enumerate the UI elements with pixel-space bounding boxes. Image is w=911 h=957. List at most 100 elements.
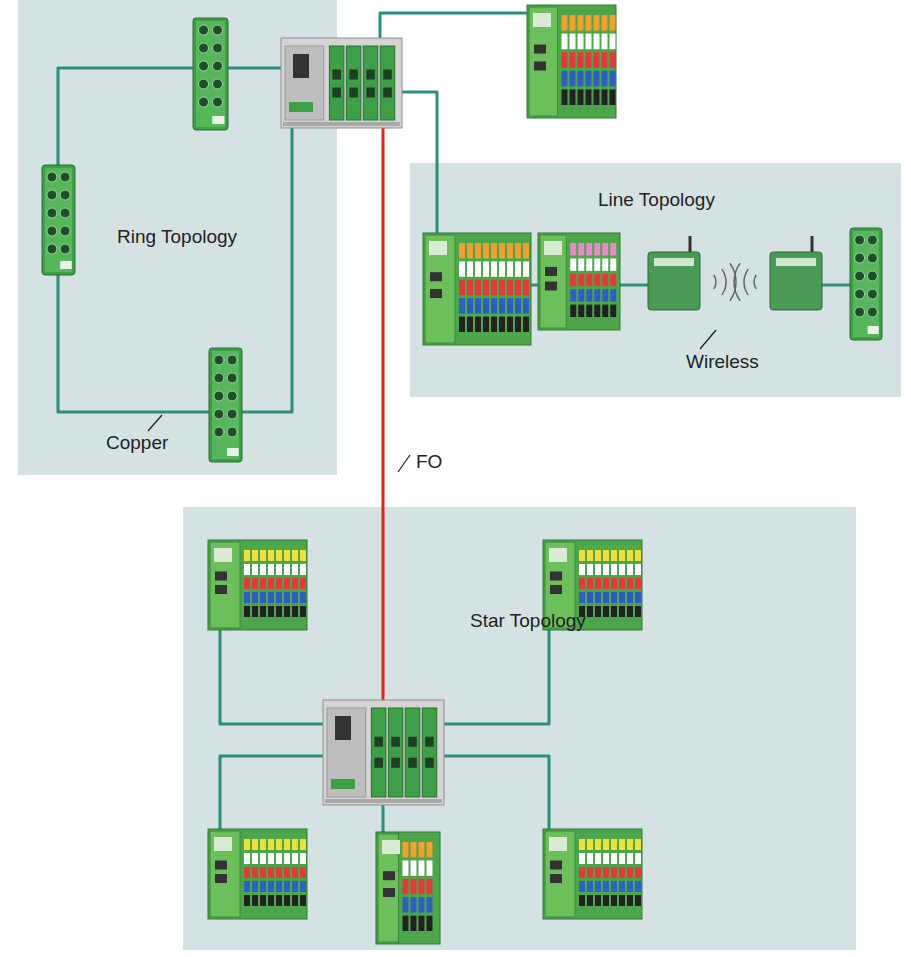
label-holder: Wireless bbox=[686, 351, 759, 374]
switch-housing bbox=[323, 700, 444, 805]
terminal bbox=[244, 853, 250, 864]
terminal bbox=[268, 592, 274, 603]
switch-module bbox=[422, 708, 437, 797]
terminal bbox=[268, 881, 274, 892]
radio-housing bbox=[648, 252, 700, 310]
terminal bbox=[595, 867, 601, 878]
terminal bbox=[619, 895, 625, 906]
m12-socket bbox=[47, 244, 57, 254]
copper-wire bbox=[822, 284, 850, 287]
terminal bbox=[515, 261, 521, 276]
io-block bbox=[209, 348, 242, 462]
terminal bbox=[292, 606, 298, 617]
terminal bbox=[475, 280, 481, 295]
terminal bbox=[611, 606, 617, 617]
m12-socket bbox=[199, 97, 209, 107]
terminal bbox=[577, 15, 583, 31]
terminal bbox=[627, 592, 633, 603]
terminal bbox=[594, 289, 600, 301]
status-led-field bbox=[549, 548, 567, 562]
terminal bbox=[499, 280, 505, 295]
terminal bbox=[619, 867, 625, 878]
controller-switch bbox=[281, 38, 402, 128]
terminal bbox=[603, 867, 609, 878]
terminal bbox=[578, 289, 584, 301]
m12-socket bbox=[867, 253, 877, 263]
terminal bbox=[459, 298, 465, 313]
terminal bbox=[587, 550, 593, 561]
terminal bbox=[300, 881, 306, 892]
m12-socket bbox=[227, 391, 237, 401]
terminal bbox=[577, 71, 583, 87]
m12-socket bbox=[213, 79, 223, 89]
terminal bbox=[402, 842, 408, 857]
terminal bbox=[570, 289, 576, 301]
rj45-port bbox=[550, 572, 562, 581]
panel-title: Ring Topology bbox=[117, 226, 237, 249]
terminal bbox=[410, 879, 416, 894]
terminal bbox=[627, 839, 633, 850]
io-marker bbox=[868, 326, 879, 334]
terminal bbox=[578, 305, 584, 317]
terminal bbox=[602, 305, 608, 317]
terminal bbox=[603, 550, 609, 561]
terminal bbox=[252, 592, 258, 603]
terminal bbox=[507, 317, 513, 332]
terminal bbox=[244, 606, 250, 617]
terminal bbox=[260, 578, 266, 589]
terminal bbox=[595, 895, 601, 906]
panel-title: Line Topology bbox=[598, 189, 715, 212]
terminal bbox=[426, 897, 432, 912]
terminal bbox=[292, 881, 298, 892]
copper-wire bbox=[380, 13, 527, 40]
terminal bbox=[602, 274, 608, 286]
io-marker bbox=[60, 261, 72, 269]
terminal bbox=[601, 71, 607, 87]
terminal bbox=[587, 895, 593, 906]
m12-socket bbox=[867, 271, 877, 281]
terminal bbox=[619, 606, 625, 617]
terminal bbox=[579, 853, 585, 864]
terminal bbox=[627, 578, 633, 589]
copper-wire bbox=[444, 630, 549, 724]
terminal bbox=[268, 564, 274, 575]
terminal bbox=[515, 280, 521, 295]
terminal bbox=[578, 274, 584, 286]
terminal bbox=[587, 853, 593, 864]
terminal bbox=[561, 15, 567, 31]
terminal bbox=[284, 881, 290, 892]
m12-socket bbox=[227, 427, 237, 437]
terminal bbox=[515, 298, 521, 313]
antenna bbox=[689, 236, 692, 252]
m12-socket bbox=[867, 307, 877, 317]
terminal bbox=[619, 578, 625, 589]
terminal bbox=[609, 71, 615, 87]
copper-wire bbox=[620, 284, 648, 287]
terminal bbox=[402, 879, 408, 894]
terminal bbox=[627, 867, 633, 878]
display bbox=[293, 54, 309, 78]
terminal bbox=[507, 298, 513, 313]
m12-socket bbox=[213, 25, 223, 35]
terminal bbox=[252, 564, 258, 575]
terminal bbox=[627, 853, 633, 864]
terminal bbox=[601, 34, 607, 50]
port bbox=[332, 88, 341, 98]
terminal bbox=[619, 550, 625, 561]
m12-socket bbox=[867, 235, 877, 245]
callout-label: Wireless bbox=[686, 351, 759, 374]
terminal bbox=[515, 243, 521, 258]
terminal bbox=[579, 839, 585, 850]
m12-socket bbox=[855, 289, 865, 299]
terminal bbox=[593, 71, 599, 87]
terminal bbox=[602, 243, 608, 255]
cpu-port bbox=[331, 779, 355, 789]
io-face bbox=[45, 168, 72, 272]
terminal bbox=[284, 839, 290, 850]
terminal bbox=[603, 881, 609, 892]
terminal bbox=[459, 317, 465, 332]
terminal bbox=[507, 243, 513, 258]
terminal bbox=[491, 280, 497, 295]
port bbox=[366, 70, 375, 80]
